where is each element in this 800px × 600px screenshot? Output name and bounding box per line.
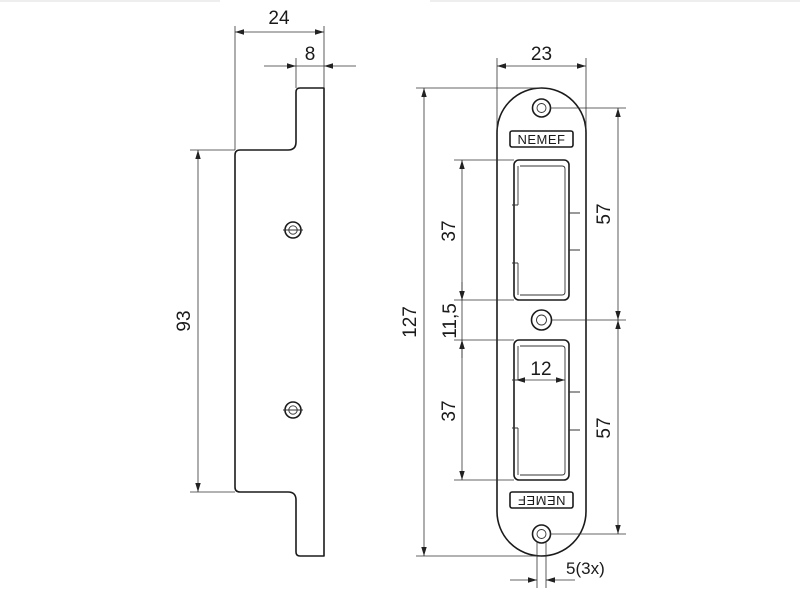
dim-width-step: 8 [264,44,356,88]
latch-slot-top [512,159,580,301]
dim-slot-gap-label: 11,5 [440,303,461,339]
dim-width-step-label: 8 [305,44,316,65]
dim-slot-height-top-label: 37 [439,220,460,241]
dim-hole-spacing: 57 57 [550,107,626,535]
side-screw-hole-bottom [283,401,303,419]
dim-height-inner-label: 93 [174,310,195,331]
dim-slot-width-label: 12 [530,359,551,380]
brand-plate-top: NEMEF [509,130,574,148]
front-plate-outline [496,87,587,557]
dim-width-total: 24 [234,8,325,150]
brand-text-top: NEMEF [518,132,566,147]
dim-width-label: 23 [531,44,552,65]
dim-slot-width: 12 [516,359,565,383]
dim-hole-spacing-top-label: 57 [594,203,615,224]
dim-height-inner: 93 [174,149,235,493]
brand-text-bottom: NEMEF [518,493,566,508]
dim-height-total-label: 127 [400,306,421,338]
front-screw-hole-bottom [531,524,552,544]
dim-height-total: 127 [400,87,541,557]
dim-width: 23 [496,44,587,130]
dim-slot-height-bottom-label: 37 [439,400,460,421]
dim-hole-diameter-label: 5(3x) [566,559,605,578]
dim-slot-heights: 37 11,5 37 [439,159,514,481]
dim-hole-diameter: 5(3x) [510,542,605,588]
side-screw-hole-top [283,221,303,239]
brand-plate-bottom: NEMEF [509,491,574,509]
front-screw-hole-middle [530,309,553,331]
dim-hole-spacing-bottom-label: 57 [594,417,615,438]
side-profile-outline [234,87,325,557]
dim-width-total-label: 24 [268,8,290,29]
latch-slot-bottom [512,339,580,481]
side-view: 24 8 93 [174,8,356,557]
front-screw-hole-top [531,98,552,118]
front-view: NEMEF NEMEF [400,44,626,588]
